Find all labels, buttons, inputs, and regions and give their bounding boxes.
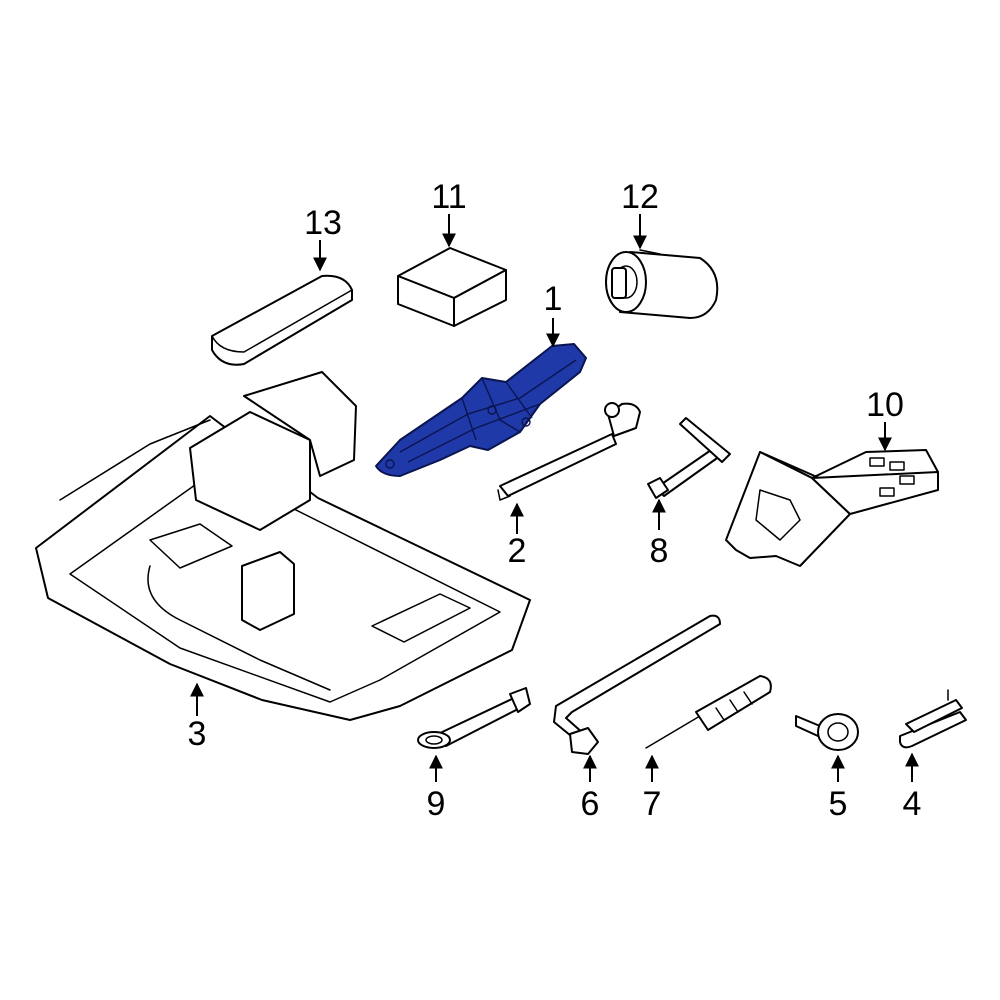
part-5-pressure-gauge[interactable] bbox=[795, 713, 859, 751]
callout-1: 1 bbox=[544, 280, 563, 318]
part-3-storage-tray[interactable] bbox=[35, 371, 531, 721]
callout-5: 5 bbox=[829, 785, 848, 823]
callout-2: 2 bbox=[508, 532, 527, 570]
callout-4: 4 bbox=[903, 785, 922, 823]
part-6-wheel-wrench[interactable] bbox=[553, 614, 721, 755]
part-12-canister[interactable] bbox=[605, 249, 719, 319]
callout-6: 6 bbox=[581, 785, 600, 823]
callout-3: 3 bbox=[188, 715, 207, 753]
part-4-clip[interactable] bbox=[899, 689, 967, 749]
callout-12: 12 bbox=[621, 178, 659, 216]
callout-9: 9 bbox=[427, 785, 446, 823]
part-1-scissor-jack[interactable] bbox=[375, 343, 587, 477]
callout-10: 10 bbox=[866, 386, 904, 424]
part-2-jack-crank[interactable] bbox=[497, 402, 641, 501]
part-11-box[interactable] bbox=[397, 247, 507, 327]
part-7-screwdriver[interactable] bbox=[645, 675, 772, 749]
part-9-tow-eye[interactable] bbox=[417, 687, 531, 749]
callout-11: 11 bbox=[431, 178, 466, 216]
part-8-hex-key[interactable] bbox=[647, 417, 731, 499]
part-10-tray-insert[interactable] bbox=[725, 449, 939, 567]
callout-13: 13 bbox=[304, 204, 342, 242]
callout-7: 7 bbox=[643, 785, 662, 823]
part-13-foam-pad[interactable] bbox=[211, 274, 353, 366]
callout-8: 8 bbox=[650, 532, 669, 570]
